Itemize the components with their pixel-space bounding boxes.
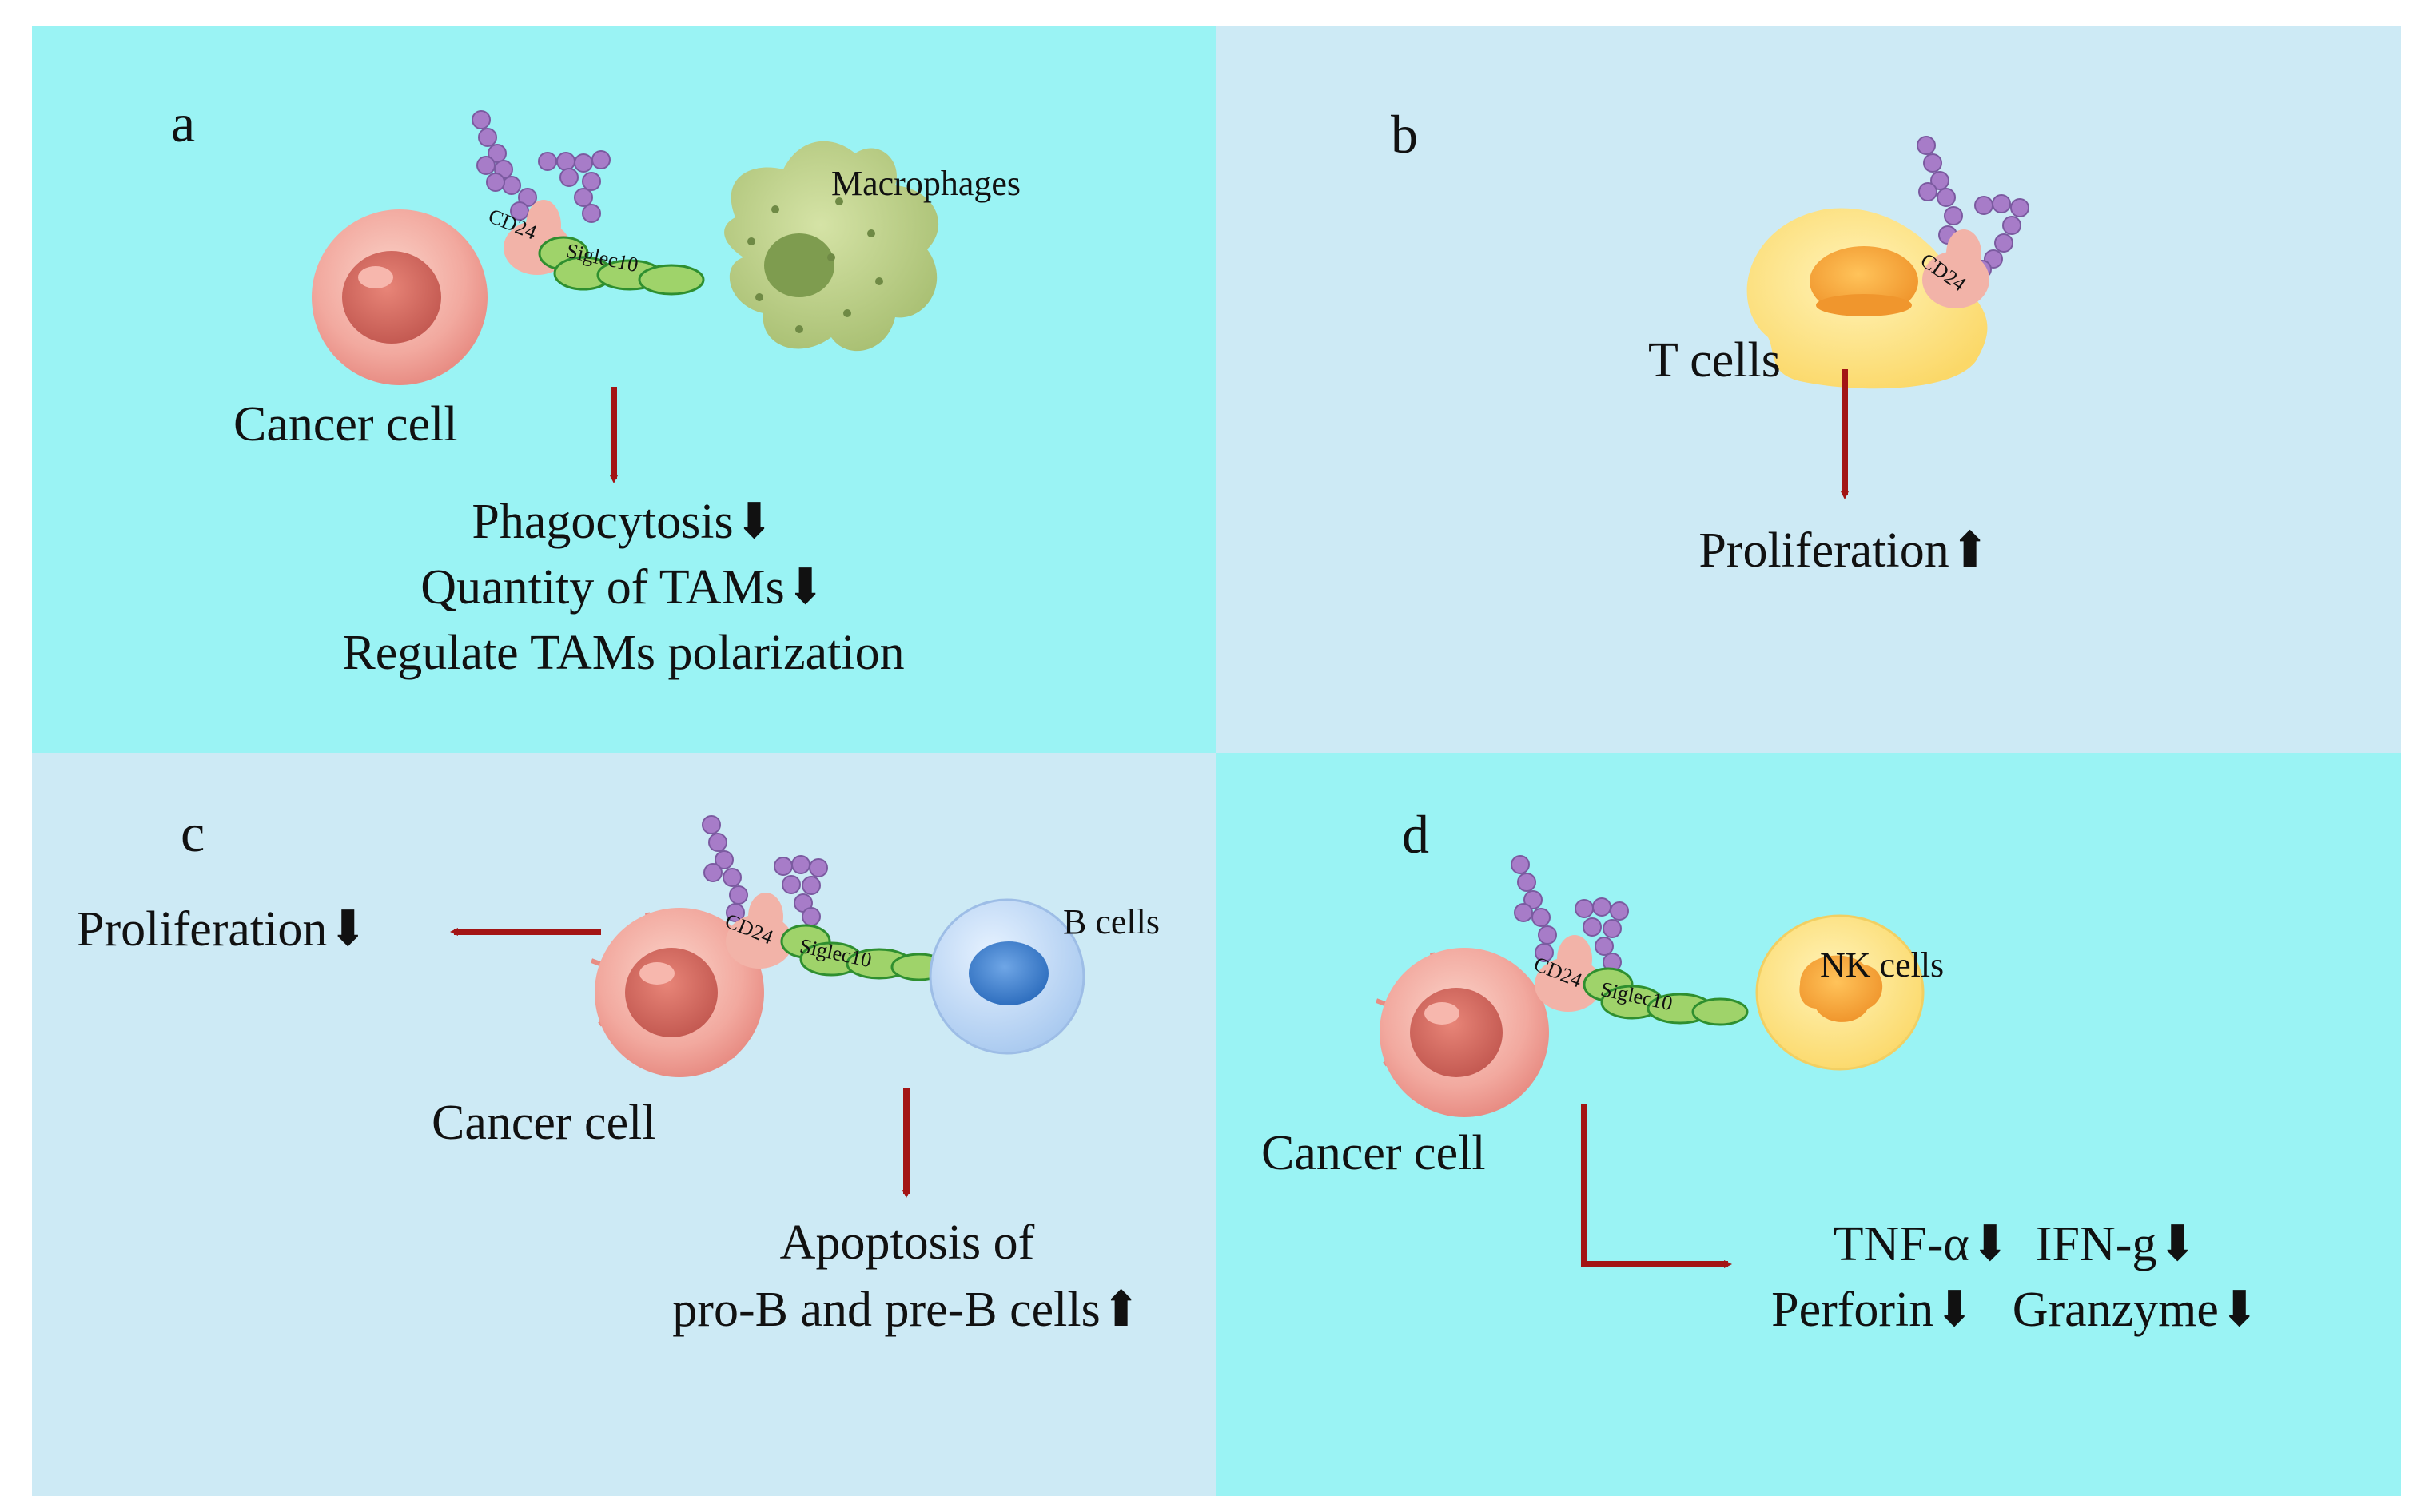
- siglec10-receptor-icon: [1583, 967, 1749, 1026]
- glycan-chain-icon: [702, 815, 828, 926]
- cd24-receptor-icon: [726, 893, 793, 969]
- b-cell-icon: [929, 898, 1085, 1055]
- effect-line-1: Phagocytosis⬇: [472, 495, 775, 549]
- cancer-cell-label: Cancer cell: [1261, 1126, 1486, 1180]
- glycan-chain-icon: [1511, 855, 1629, 972]
- effect-line-2: Perforin⬇ Granzyme⬇: [1771, 1283, 2260, 1337]
- effect-line-1: Proliferation⬆: [1698, 523, 1991, 578]
- panel-b-t-cells: b CD24 T cells Proliferation⬆: [1216, 26, 2401, 753]
- macrophage-cell-icon: [724, 141, 939, 352]
- effect-line-1: Apoptosis of: [779, 1216, 1035, 1270]
- panel-a-illustration: [312, 110, 939, 483]
- t-cells-label: T cells: [1648, 333, 1781, 388]
- panel-a-macrophages: a Macrophages CD24 Siglec10 Cancer cell …: [32, 26, 1216, 753]
- cd24-receptor-icon: [1535, 935, 1602, 1012]
- panel-c-illustration: [450, 815, 1085, 1198]
- partner-cell-label: B cells: [1063, 902, 1160, 941]
- cancer-cell-icon: [312, 209, 488, 385]
- effect-line-3: Regulate TAMs polarization: [342, 626, 905, 680]
- cd24-receptor-icon: [1922, 229, 1989, 308]
- effect-line-2: Quantity of TAMs⬇: [420, 560, 826, 615]
- panel-letter: c: [181, 802, 205, 863]
- effect-arrow: [1581, 1104, 1732, 1268]
- siglec10-receptor-icon: [780, 924, 948, 981]
- cancer-cell-icon: [1375, 948, 1549, 1117]
- panel-d-illustration: [1375, 855, 1925, 1268]
- glycan-chain-icon: [472, 110, 611, 223]
- t-cell-icon: [1746, 208, 1988, 389]
- cancer-cell-icon: [590, 908, 764, 1077]
- effect-line-2: pro-B and pre-B cells⬆: [672, 1283, 1142, 1337]
- panel-b-illustration: [1746, 136, 2029, 499]
- panel-letter: d: [1402, 804, 1429, 865]
- partner-cell-label: NK cells: [1820, 945, 1945, 985]
- effect-line-1: TNF-α⬇ IFN-g⬇: [1833, 1217, 2199, 1271]
- panel-c-b-cells: c B cells CD24 Siglec10 Proliferation⬇ C…: [32, 753, 1216, 1496]
- panel-letter: a: [171, 93, 196, 153]
- panel-letter: b: [1391, 104, 1418, 165]
- nk-cell-icon: [1755, 914, 1925, 1071]
- cancer-cell-label: Cancer cell: [233, 397, 458, 452]
- siglec10-receptor-icon: [538, 236, 705, 296]
- cancer-cell-label: Cancer cell: [432, 1096, 656, 1150]
- partner-cell-label: Macrophages: [831, 164, 1021, 203]
- side-effect-label: Proliferation⬇: [77, 902, 369, 957]
- panel-d-nk-cells: d NK cells CD24 Siglec10 Cancer cell TNF…: [1216, 753, 2401, 1496]
